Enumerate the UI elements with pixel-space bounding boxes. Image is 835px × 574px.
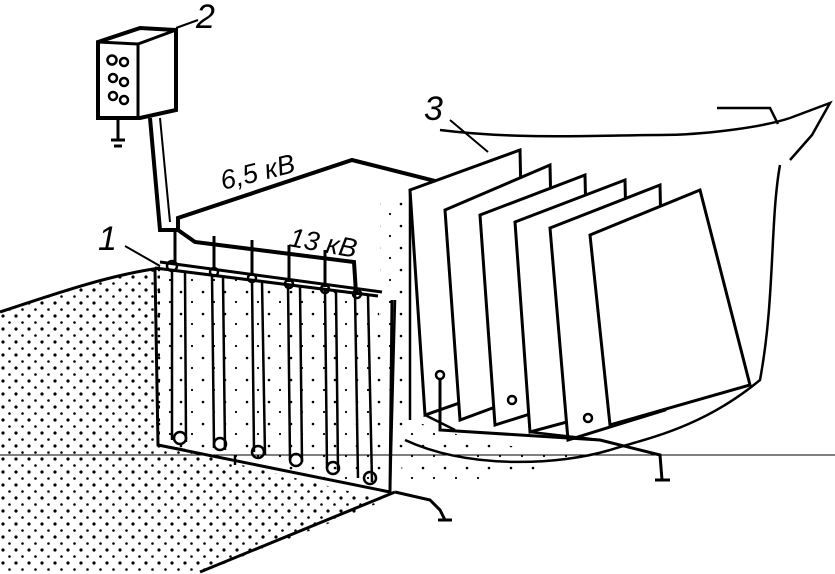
label-1: 1: [98, 220, 117, 258]
power-supply-box: [96, 25, 178, 148]
water-surface-far: [380, 190, 600, 490]
leader-3: [449, 119, 489, 153]
cable-6-5kv-inner: [159, 117, 171, 223]
electrode-ground-lead: [394, 490, 452, 522]
leader-1: [124, 245, 161, 267]
water-surface: [0, 268, 385, 574]
electrode-block: [153, 230, 397, 494]
cable-13kv: [176, 228, 358, 294]
background-contour: [439, 100, 833, 161]
label-2: 2: [195, 0, 215, 36]
label-3: 3: [424, 90, 443, 128]
label-voltage-6-5kv: 6,5 кВ: [217, 148, 298, 195]
label-voltage-13kv: 13 кВ: [287, 222, 359, 263]
far-shore-contour: [404, 164, 782, 464]
electrode-bottom-loops: [172, 430, 378, 486]
water-surface-edge: [0, 266, 161, 314]
electrode-rods: [170, 270, 374, 483]
control-knobs: [106, 54, 130, 106]
box-ground-icon: [111, 118, 125, 148]
leader-2: [175, 19, 199, 29]
plate-stack: [408, 147, 752, 442]
electrode-connectors: [165, 259, 363, 300]
plate-ground-lead: [438, 380, 670, 482]
front-baseline: [199, 490, 396, 574]
